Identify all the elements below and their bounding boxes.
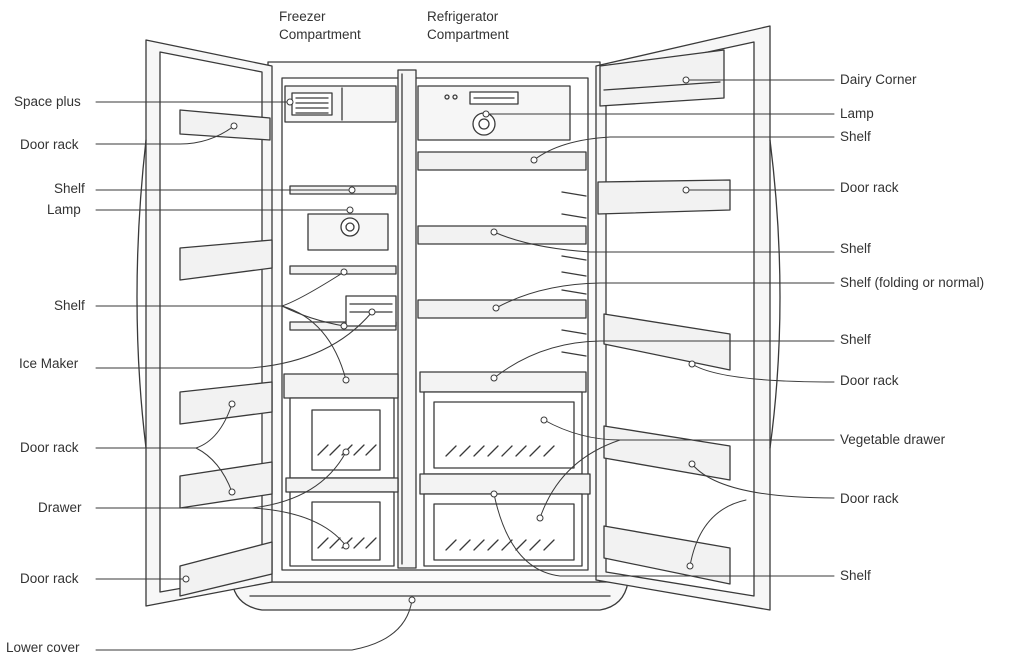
freezer-header-line2: Compartment (279, 27, 361, 42)
freezer-header: Freezer Compartment (279, 8, 361, 44)
label-door-rack-mid: Door rack (20, 440, 79, 455)
label-shelf-4: Shelf (840, 568, 871, 583)
label-door-rack-2: Door rack (840, 373, 899, 388)
label-drawer: Drawer (38, 500, 82, 515)
fridge-header: Refrigerator Compartment (427, 8, 509, 44)
freezer-header-line1: Freezer (279, 9, 326, 24)
label-lamp-freezer: Lamp (47, 202, 81, 217)
label-shelf-2: Shelf (840, 241, 871, 256)
fridge-header-line2: Compartment (427, 27, 509, 42)
label-shelf-mid: Shelf (54, 298, 85, 313)
label-lamp-fridge: Lamp (840, 106, 874, 121)
label-ice-maker: Ice Maker (19, 356, 79, 371)
label-dairy-corner: Dairy Corner (840, 72, 917, 87)
label-door-rack-bottom: Door rack (20, 571, 79, 586)
label-door-rack-1: Door rack (840, 180, 899, 195)
fridge-header-line1: Refrigerator (427, 9, 499, 24)
label-shelf-3: Shelf (840, 332, 871, 347)
label-shelf-1: Shelf (840, 129, 871, 144)
label-door-rack-3: Door rack (840, 491, 899, 506)
label-shelf-top: Shelf (54, 181, 85, 196)
center-divider (397, 69, 417, 569)
label-shelf-folding: Shelf (folding or normal) (840, 275, 985, 290)
label-lower-cover: Lower cover (6, 640, 80, 655)
label-space-plus: Space plus (14, 94, 81, 109)
label-vegetable-drawer: Vegetable drawer (840, 432, 946, 447)
label-door-rack-top: Door rack (20, 137, 79, 152)
